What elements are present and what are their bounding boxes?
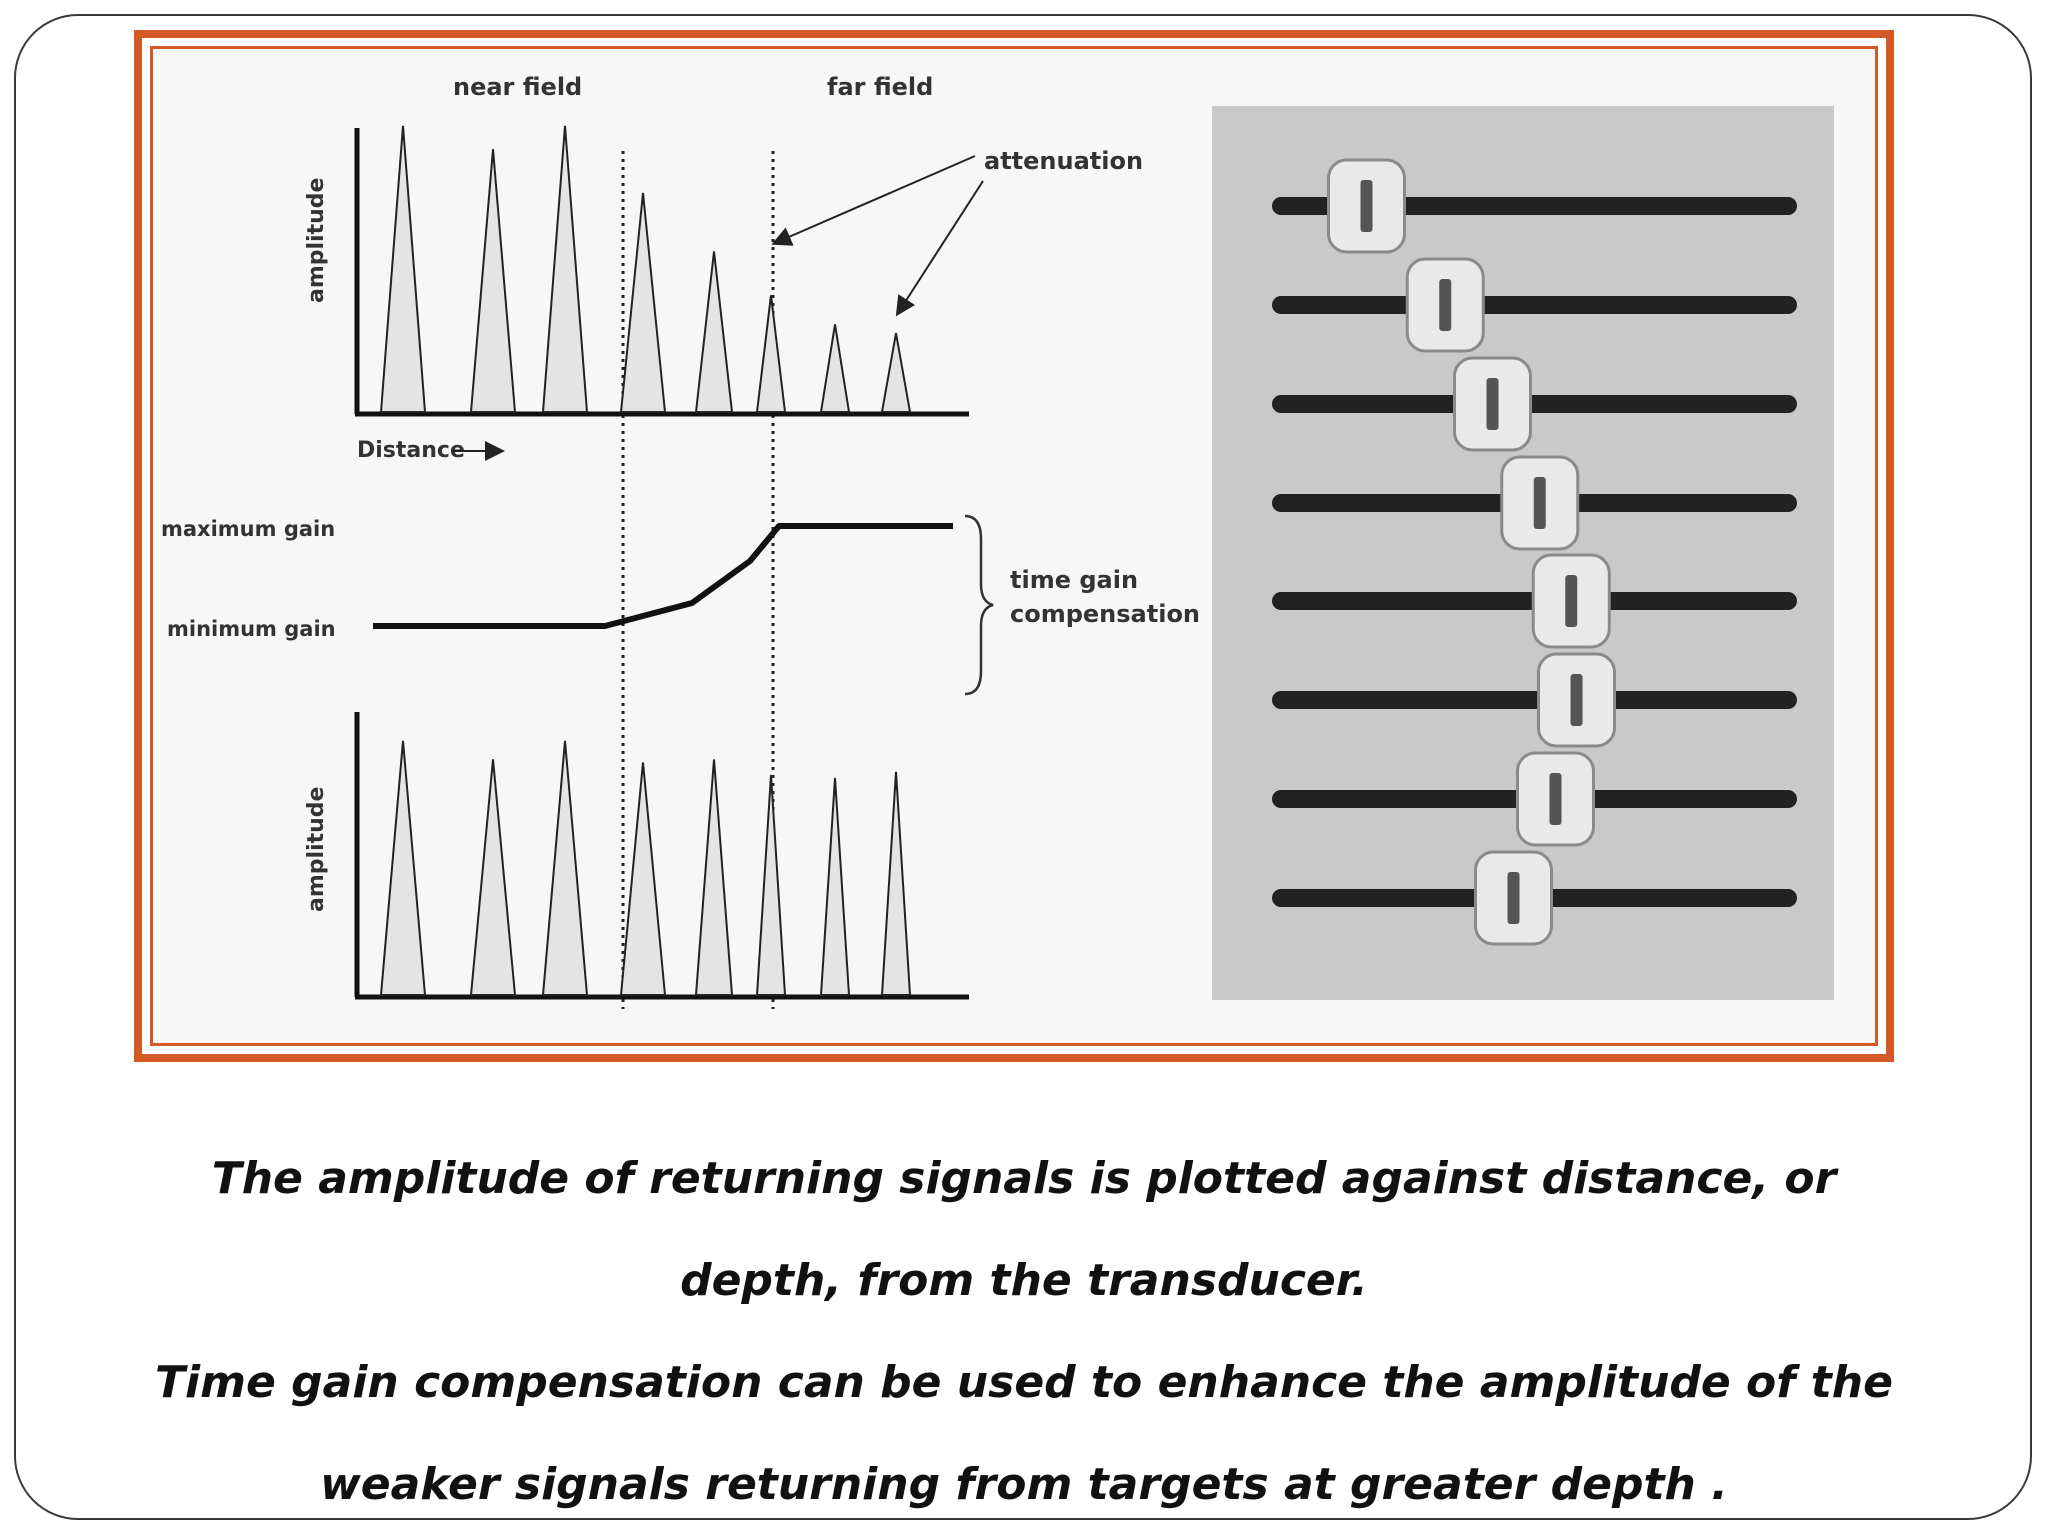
attenuation-label: attenuation <box>984 147 1143 175</box>
compensated-pulse <box>541 740 589 996</box>
tgc-slider-track <box>1272 395 1797 413</box>
tgc-diagram: near field far field amplitude attenuati… <box>161 73 1200 1009</box>
compensated-pulse-group <box>379 740 912 996</box>
tgc-slider-track <box>1272 691 1797 709</box>
tgc-slider-panel-photo <box>1212 106 1834 1000</box>
attenuation-arrow-2 <box>895 180 984 317</box>
tgc-slider-knob-slot <box>1486 378 1499 430</box>
tgc-slider-track <box>1272 296 1797 314</box>
figure-frame: near field far field amplitude attenuati… <box>134 30 1894 1062</box>
caption: The amplitude of returning signals is pl… <box>100 1128 1948 1536</box>
tgc-slider-panel <box>1272 158 1797 946</box>
gain-curve <box>373 523 953 629</box>
attenuated-pulse <box>541 125 589 413</box>
caption-line-3: Time gain compensation can be used to en… <box>155 1357 1893 1408</box>
distance-label: Distance <box>357 438 465 463</box>
compensated-pulse <box>619 762 667 996</box>
tgc-label-line1: time gain <box>1010 566 1138 594</box>
compensated-pulse <box>379 740 427 996</box>
attenuated-pulse <box>819 324 851 413</box>
tgc-label-line2: compensation <box>1010 600 1200 628</box>
bottom-amplitude-label: amplitude <box>304 787 329 912</box>
compensated-pulse <box>755 774 787 996</box>
figure-panel: near field far field amplitude attenuati… <box>150 46 1878 1046</box>
tgc-bracket <box>964 514 994 696</box>
tgc-slider-knob-slot <box>1360 180 1373 232</box>
compensated-pulse <box>694 759 734 996</box>
attenuated-pulse <box>379 125 427 413</box>
compensated-pulse <box>469 759 517 996</box>
caption-line-1: The amplitude of returning signals is pl… <box>211 1153 1837 1204</box>
near-field-label: near field <box>453 73 582 101</box>
far-field-label: far field <box>827 73 933 101</box>
attenuated-pulse-group <box>379 125 912 413</box>
tgc-slider-knob-slot <box>1570 674 1583 726</box>
top-amplitude-label: amplitude <box>304 178 329 303</box>
attenuated-pulse <box>619 192 667 413</box>
maximum-gain-label: maximum gain <box>161 517 335 541</box>
attenuated-pulse <box>694 251 734 413</box>
compensated-pulse <box>880 771 912 996</box>
attenuation-arrow-1 <box>771 155 976 246</box>
attenuated-pulse <box>880 332 912 413</box>
attenuated-pulse <box>469 149 517 413</box>
tgc-slider-knob-slot <box>1507 872 1520 924</box>
compensated-pulse <box>819 777 851 996</box>
attenuated-pulse <box>755 295 787 413</box>
tgc-slider-knob-slot <box>1549 773 1562 825</box>
caption-line-2: depth, from the transducer. <box>680 1255 1368 1306</box>
tgc-slider-knob-slot <box>1439 279 1452 331</box>
minimum-gain-label: minimum gain <box>167 617 336 641</box>
caption-line-4: weaker signals returning from targets at… <box>320 1459 1728 1510</box>
tgc-slider-knob-slot <box>1565 575 1578 627</box>
tgc-slider-knob-slot <box>1533 477 1546 529</box>
